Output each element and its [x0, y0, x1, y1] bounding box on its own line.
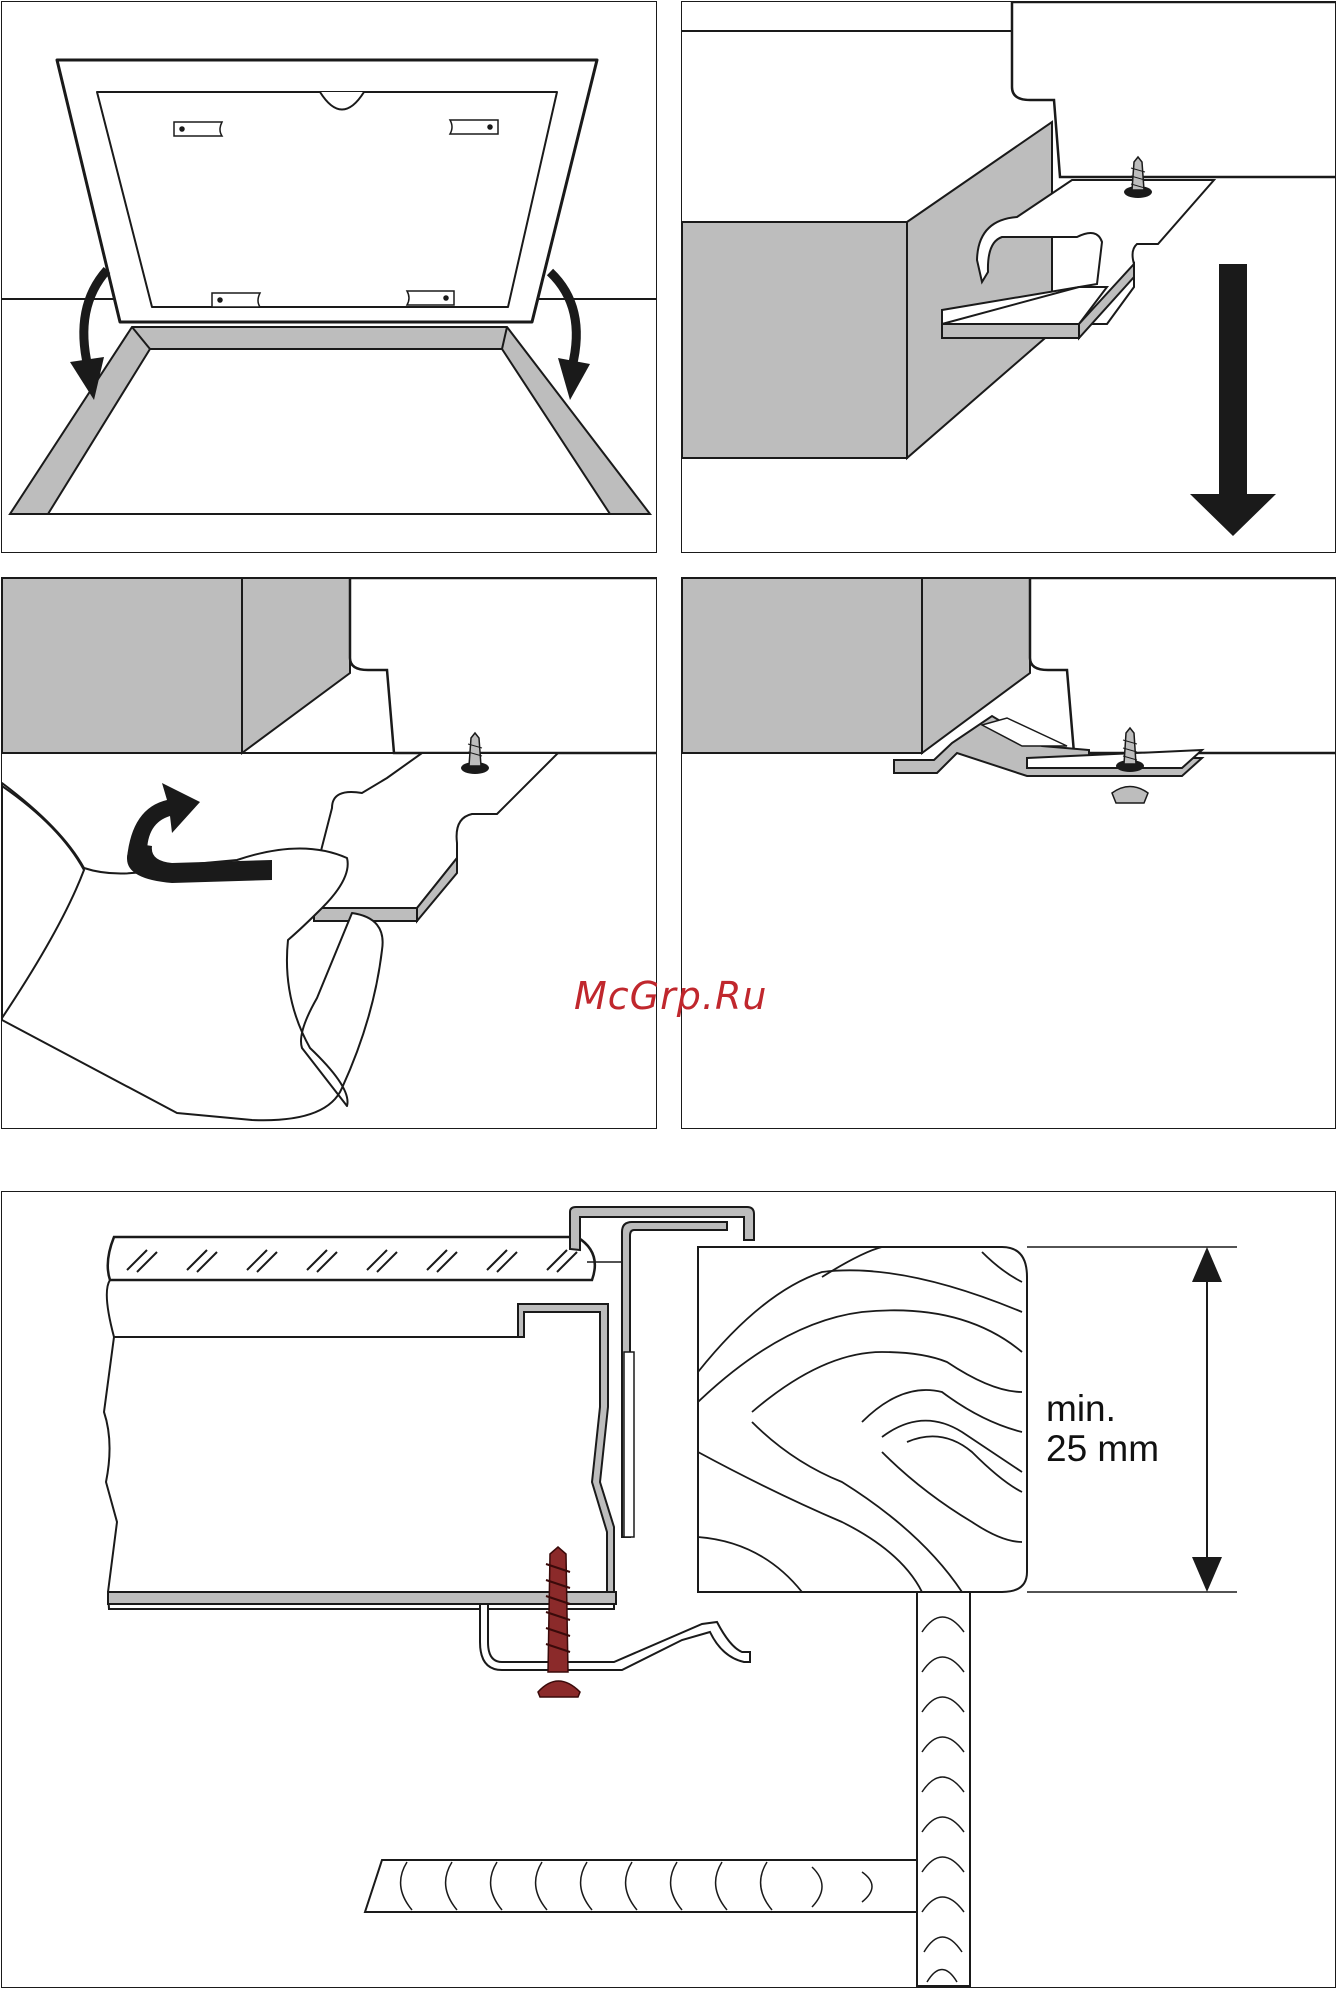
watermark-text: McGrp.Ru	[574, 974, 767, 1018]
screw-icon	[538, 1547, 580, 1697]
down-arrow-icon	[1190, 264, 1276, 536]
step-2-illustration	[682, 2, 1336, 553]
step-4-panel	[681, 577, 1336, 1129]
cross-section-illustration	[2, 1192, 1336, 1988]
step-3-illustration	[2, 578, 657, 1129]
curved-arrow-icon	[84, 270, 107, 367]
dimension-label-line2: 25 mm	[1046, 1430, 1159, 1467]
step-1-panel	[1, 1, 657, 553]
double-arrow-icon	[1192, 1247, 1222, 1592]
dimension-label-line1: min.	[1046, 1390, 1116, 1427]
cross-section-panel	[1, 1191, 1336, 1988]
step-4-illustration	[682, 578, 1336, 1129]
step-3-panel	[1, 577, 657, 1129]
step-2-panel	[681, 1, 1336, 553]
curved-arrow-icon	[558, 358, 590, 400]
step-1-illustration	[2, 2, 657, 553]
curved-arrow-icon	[550, 272, 576, 367]
rotate-arrow-icon	[127, 783, 272, 883]
